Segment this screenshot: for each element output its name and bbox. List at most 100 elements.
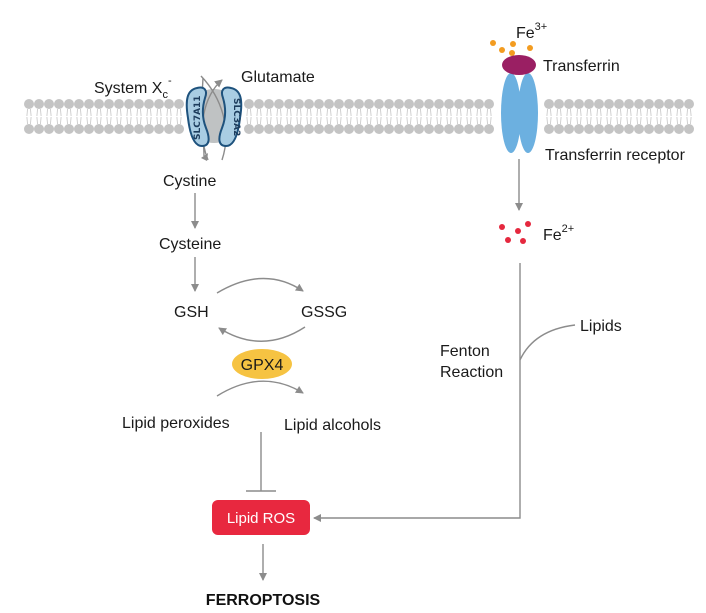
lipid-tail xyxy=(630,116,632,125)
lipid-tail xyxy=(470,108,472,117)
lipid-tail xyxy=(606,116,608,125)
lipid-tail xyxy=(490,116,492,125)
lipid-tail xyxy=(646,108,648,117)
lipid-tail xyxy=(390,116,392,125)
lipid-head xyxy=(124,124,134,134)
lipid-head xyxy=(684,124,694,134)
fe3-ion xyxy=(490,40,496,46)
lipid-head xyxy=(154,99,164,109)
lipid-tail xyxy=(50,108,52,117)
lipid-tail xyxy=(560,116,562,125)
lipid-tail xyxy=(690,116,692,125)
lipid-head xyxy=(454,124,464,134)
fe2-ion xyxy=(525,221,531,227)
lipid-tail xyxy=(76,108,78,117)
lipid-head xyxy=(174,124,184,134)
lipid-head xyxy=(454,99,464,109)
lipid-tail xyxy=(596,108,598,117)
lipid-tail xyxy=(586,108,588,117)
lipid-head xyxy=(444,124,454,134)
lipid-tail xyxy=(320,116,322,125)
lipid-tail xyxy=(260,108,262,117)
lipid-head xyxy=(154,124,164,134)
lipid-tail xyxy=(560,108,562,117)
lipid-tail xyxy=(280,108,282,117)
lipid-head xyxy=(104,124,114,134)
lipid-tail xyxy=(56,116,58,125)
lipid-tail xyxy=(686,108,688,117)
lipid-head xyxy=(554,99,564,109)
lipid-head xyxy=(544,99,554,109)
lipid-tail xyxy=(580,108,582,117)
lipid-head xyxy=(654,99,664,109)
lipid-tail xyxy=(366,116,368,125)
fe3-ion xyxy=(527,45,533,51)
lipid-tail xyxy=(600,108,602,117)
lipid-tail xyxy=(30,116,32,125)
lipid-tail xyxy=(466,108,468,117)
lipid-tail xyxy=(250,108,252,117)
lipid-tail xyxy=(106,116,108,125)
lipid-tail xyxy=(386,108,388,117)
lipid-head xyxy=(484,99,494,109)
lipid-tail xyxy=(426,108,428,117)
lipid-head xyxy=(94,124,104,134)
lipid-tail xyxy=(356,116,358,125)
lipid-head xyxy=(264,124,274,134)
lipid-tail xyxy=(146,108,148,117)
lipid-ros-label: Lipid ROS xyxy=(227,510,295,527)
lipid-head xyxy=(654,124,664,134)
lipid-tail xyxy=(676,116,678,125)
lipid-head xyxy=(284,124,294,134)
lipid-tail xyxy=(416,108,418,117)
lipid-tail xyxy=(406,116,408,125)
lipid-head xyxy=(414,99,424,109)
lipid-tail xyxy=(120,116,122,125)
lipid-head xyxy=(464,124,474,134)
lipid-tail xyxy=(140,108,142,117)
lipid-tail xyxy=(330,108,332,117)
lipid-tail xyxy=(596,116,598,125)
lipid-tail xyxy=(430,108,432,117)
lipid-tail xyxy=(476,116,478,125)
lipid-tail xyxy=(126,108,128,117)
lipid-tail xyxy=(356,108,358,117)
lipid-tail xyxy=(640,108,642,117)
lipid-head xyxy=(124,99,134,109)
lipid-head xyxy=(64,124,74,134)
lipid-tail xyxy=(60,108,62,117)
lipid-head xyxy=(614,124,624,134)
lipid-head xyxy=(254,99,264,109)
lipid-tail xyxy=(546,108,548,117)
lipid-tail xyxy=(100,108,102,117)
lipid-tail xyxy=(630,108,632,117)
lipid-head xyxy=(604,124,614,134)
lipid-head xyxy=(584,99,594,109)
lipid-head xyxy=(614,99,624,109)
lipid-head xyxy=(244,99,254,109)
lipid-tail xyxy=(46,116,48,125)
fe2-ion xyxy=(520,238,526,244)
lipid-tail xyxy=(160,116,162,125)
lipid-tail xyxy=(476,108,478,117)
lipid-tail xyxy=(336,108,338,117)
lipid-head xyxy=(544,124,554,134)
lipid-tail xyxy=(170,116,172,125)
lipid-head xyxy=(414,124,424,134)
lipid-head xyxy=(44,124,54,134)
fe2-ion xyxy=(499,224,505,230)
lipid-tail xyxy=(400,108,402,117)
lipid-head xyxy=(584,124,594,134)
lipid-tail xyxy=(80,116,82,125)
lipid-tail xyxy=(410,108,412,117)
lipid-tail xyxy=(180,108,182,117)
lipid-head xyxy=(114,99,124,109)
lipid-tail xyxy=(670,116,672,125)
lipid-head xyxy=(394,99,404,109)
lipid-head xyxy=(564,99,574,109)
lipid-tail xyxy=(130,108,132,117)
lipid-head xyxy=(594,124,604,134)
lipid-head xyxy=(344,124,354,134)
lipid-ros-box xyxy=(212,500,310,535)
